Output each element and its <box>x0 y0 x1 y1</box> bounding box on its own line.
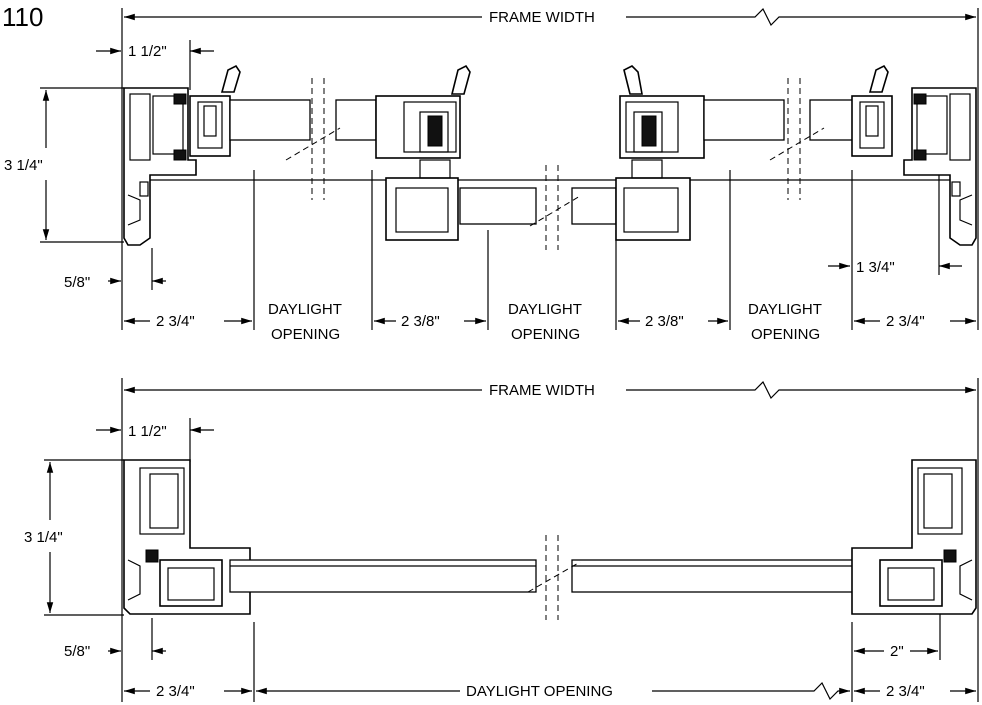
dim-1-1-2-label: 1 1/2" <box>128 43 167 60</box>
top-view: FRAME WIDTH 1 1/2" 3 1/4" 5/8" 1 3/4" 2 <box>4 7 979 343</box>
dim-3-1-4-label: 3 1/4" <box>4 157 43 174</box>
right-frame-profile <box>903 87 977 246</box>
b-glass-unit <box>229 535 873 620</box>
dim-midleft-label: 2 3/8" <box>401 313 440 330</box>
bottom-view: FRAME WIDTH 1 1/2" 3 1/4" 5/8" 2" 2 3/4"… <box>24 378 979 702</box>
dim-5-8-label: 5/8" <box>64 274 90 291</box>
frame-width-dim-right <box>626 7 976 27</box>
b-dim-left-label: 2 3/4" <box>156 683 195 700</box>
frame-width-label: FRAME WIDTH <box>489 9 595 26</box>
b-dim-1-1-2-label: 1 1/2" <box>128 423 167 440</box>
left-frame-profile <box>123 87 197 246</box>
b-dim-3-1-4-label: 3 1/4" <box>24 529 63 546</box>
b-right-frame-profile <box>851 459 977 615</box>
b-left-frame-profile <box>123 459 251 615</box>
dim-midright-label: 2 3/8" <box>645 313 684 330</box>
daylight-1-line1: DAYLIGHT <box>268 301 342 318</box>
b-frame-width-dim-right <box>626 380 976 400</box>
left-glass-unit <box>229 78 377 200</box>
b-daylight-label: DAYLIGHT OPENING <box>466 683 613 700</box>
b-dim-2-label: 2" <box>890 643 904 660</box>
left-sash-profile <box>189 64 241 157</box>
b-frame-width-label: FRAME WIDTH <box>489 382 595 399</box>
b-dim-5-8-label: 5/8" <box>64 643 90 660</box>
b-dim-right-label: 2 3/4" <box>886 683 925 700</box>
right-glass-unit <box>703 78 855 200</box>
daylight-1-line2: OPENING <box>271 326 340 343</box>
center-left-sash <box>375 64 471 241</box>
center-glass-unit <box>459 165 617 250</box>
daylight-3-line1: DAYLIGHT <box>748 301 822 318</box>
b-daylight-arrow-right <box>652 681 850 701</box>
dim-1-3-4-label: 1 3/4" <box>856 259 895 276</box>
dim-left-label: 2 3/4" <box>156 313 195 330</box>
center-right-sash <box>615 65 705 241</box>
daylight-3-line2: OPENING <box>751 326 820 343</box>
daylight-2-line2: OPENING <box>511 326 580 343</box>
page-number: 110 <box>2 2 43 32</box>
daylight-2-line1: DAYLIGHT <box>508 301 582 318</box>
right-sash-profile <box>851 64 893 157</box>
dim-right-label: 2 3/4" <box>886 313 925 330</box>
